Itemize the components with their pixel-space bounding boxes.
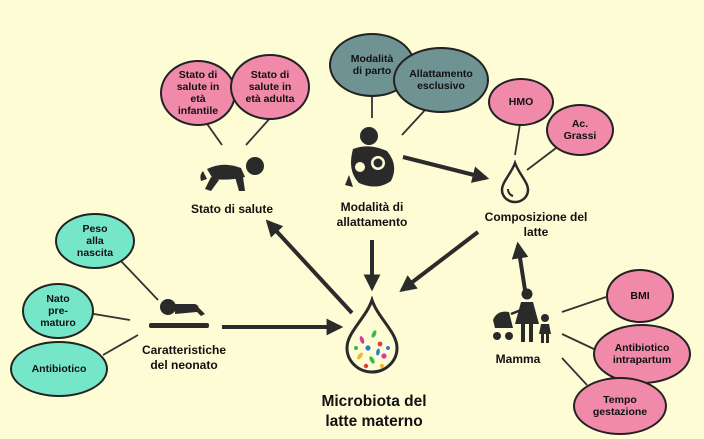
link-antibiotico (102, 334, 139, 356)
link-esclusivo (401, 109, 426, 136)
link-gestazione (561, 357, 588, 386)
bubble-antibiotico-intrapartum: Antibiotico intrapartum (593, 324, 691, 384)
link-peso (119, 259, 159, 301)
label-caratteristiche-neonato: Caratteristiche del neonato (141, 343, 227, 372)
bubble-antibiotico: Antibiotico (10, 341, 108, 397)
bubble-allattamento-esclusivo: Allattamento esclusivo (393, 47, 489, 113)
label-stato-di-salute: Stato di salute (190, 202, 273, 216)
link-intrapartum (561, 333, 597, 351)
arrow-microbiota-salute (265, 219, 354, 315)
bubble-tempo-gestazione: Tempo gestazione (573, 377, 667, 435)
bubble-peso-nascita: Peso alla nascita (55, 213, 135, 269)
link-infantile (204, 120, 223, 146)
label-mamma: Mamma (495, 352, 541, 366)
bubble-nato-prematuro: Nato pre- maturo (22, 283, 94, 339)
link-grassi (526, 144, 561, 171)
bubble-eta-adulta: Stato di salute in età adulta (230, 54, 310, 120)
arrow-allattamento-composizione (402, 155, 490, 183)
label-microbiota: Microbiota del latte materno (321, 393, 427, 430)
bubble-bmi: BMI (606, 269, 674, 323)
bubble-eta-infantile: Stato di salute in età infantile (160, 60, 236, 126)
bubble-hmo: HMO (488, 78, 554, 126)
link-hmo (514, 123, 521, 156)
bubble-ac-grassi: Ac. Grassi (546, 104, 614, 156)
mother-stroller-child-icon (493, 288, 551, 343)
breastfeeding-mother-icon (345, 127, 395, 187)
label-composizione-latte: Composizione del latte (484, 210, 588, 239)
link-bmi (561, 296, 607, 313)
arrow-composizione-microbiota (399, 230, 480, 293)
milk-drop-icon (500, 160, 530, 204)
link-prematuro (87, 312, 131, 321)
lying-baby-icon (149, 299, 209, 328)
arrow-mamma-composizione (511, 241, 529, 291)
microbiota-drop-icon (345, 296, 399, 374)
crawling-baby-icon (200, 157, 264, 191)
link-adulta (245, 115, 273, 146)
label-modalita-allattamento: Modalità di allattamento (336, 200, 408, 229)
